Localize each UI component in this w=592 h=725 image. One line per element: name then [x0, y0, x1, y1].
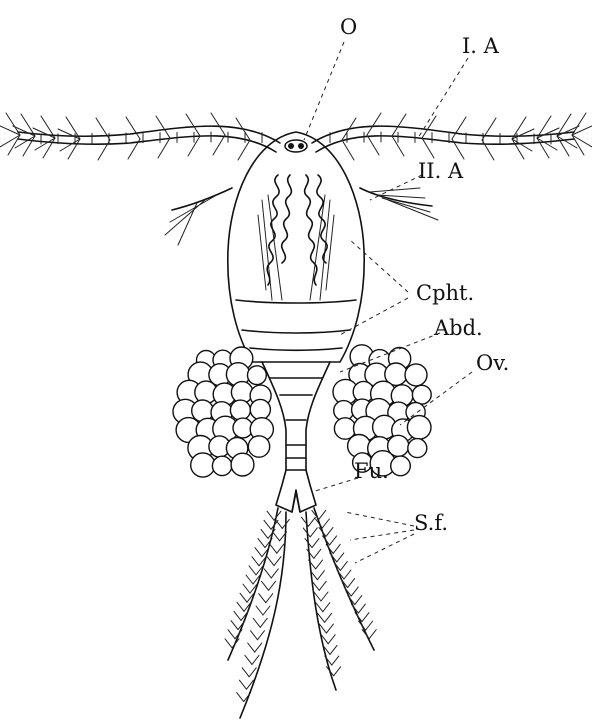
first-antenna-left: [0, 113, 280, 160]
setae-furcales: [225, 508, 376, 718]
abdomen: [262, 362, 330, 470]
label-setae-furcales: S.f.: [414, 511, 448, 535]
label-first-antenna: I. A: [462, 34, 500, 58]
second-antenna-left: [165, 188, 232, 245]
ovisac-right: [333, 345, 431, 476]
cephalothorax: [228, 132, 364, 362]
furca: [276, 470, 316, 512]
eye: [285, 140, 307, 152]
label-eye: O: [340, 15, 357, 39]
label-second-antenna: II. A: [418, 159, 464, 183]
label-abdomen: Abd.: [433, 316, 483, 340]
ovisac-left: [173, 347, 273, 477]
label-furca: Fu.: [354, 459, 389, 483]
label-cephalothorax: Cpht.: [416, 281, 474, 305]
second-antenna-right: [360, 188, 438, 220]
label-ovisac: Ov.: [476, 351, 509, 375]
first-antenna-right: [312, 113, 592, 160]
